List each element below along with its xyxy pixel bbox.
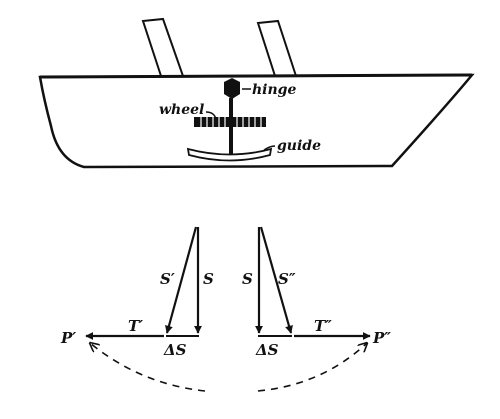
label-p-prime: P′: [60, 329, 76, 347]
guide-label: guide: [277, 138, 321, 154]
label-p-double-prime: P″: [372, 329, 391, 347]
label-s-double-prime-right: S″: [278, 270, 296, 288]
motion-arc-left: [90, 343, 206, 392]
label-s-left: S: [203, 270, 214, 288]
label-delta-s-left: ΔS: [163, 341, 187, 359]
hinge-label: hinge: [252, 82, 296, 98]
label-t-double-prime: T″: [314, 317, 332, 335]
right-vector-triangle: [255, 226, 371, 392]
motion-arc-right: [257, 343, 367, 392]
wheel-leader: [205, 111, 217, 120]
label-s-prime-left: S′: [160, 270, 175, 288]
shaft: [229, 98, 233, 158]
guide-leader: [263, 145, 276, 151]
vector-s-double-prime-right: [259, 226, 293, 334]
left-vector-triangle: [85, 226, 206, 392]
label-s-right: S: [242, 270, 253, 288]
label-delta-s-right: ΔS: [255, 341, 279, 359]
wheel-label: wheel: [159, 102, 204, 118]
vector-s-prime-left: [165, 226, 198, 334]
boat: [38, 17, 475, 169]
guide: [186, 147, 273, 162]
mast-left: [141, 17, 185, 81]
label-t-prime: T′: [128, 317, 143, 335]
hinge-block: [224, 78, 240, 99]
mast-right: [256, 19, 298, 81]
wheel: [194, 117, 266, 127]
